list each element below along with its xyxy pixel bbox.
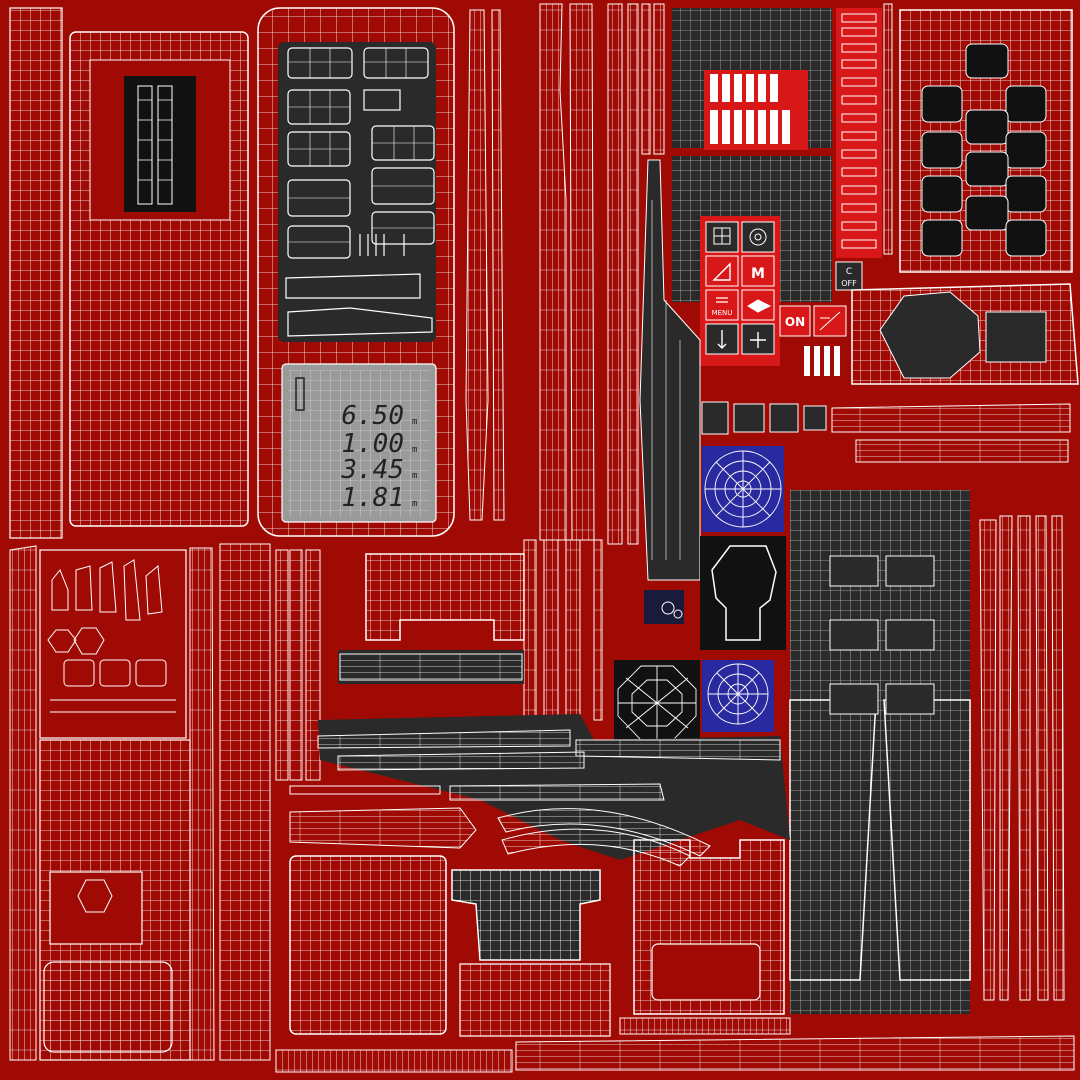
keyhole-piece [700,536,786,650]
on-label: ON [785,315,805,329]
bottom-strips [275,1017,1075,1073]
lcd-unit-1: m [412,417,417,427]
lcd-readout-3: 3.45 [340,455,404,485]
lcd-unit-3: m [412,471,417,481]
lcd-unit-4: m [412,499,417,509]
horizontal-strips [701,401,1071,463]
equals-icon [716,297,728,303]
bottom-panels [289,839,785,1037]
plus-icon [750,332,766,348]
layers-icon [747,299,772,313]
top-right-keypad [899,9,1073,273]
octagon-web-icon [614,660,700,744]
arrow-icon [717,330,727,349]
off-button [835,261,863,291]
off-label: OFF [841,279,857,288]
on-button [779,305,811,337]
spiderweb-icon-2 [702,660,774,732]
triangle-icon [712,262,731,281]
lcd-readout-1: 6.50 [341,401,404,431]
target-icon [749,228,767,246]
far-right-strips [979,515,1065,1001]
front-face: 6.50 1.00 3.45 1.81 m m m m [257,7,455,537]
back-panel [69,31,249,527]
clip-piece [338,553,525,684]
c-label: C [846,267,852,277]
spiderweb-icon [702,446,784,532]
cable-band [639,159,701,581]
grid-icon [713,227,731,245]
lcd-readouts: 6.50 1.00 3.45 1.81 [340,401,404,513]
lcd-readout-4: 1.81 [341,483,404,513]
lcd-unit-2: m [412,445,417,455]
icon-keypad: M MENU ON C OFF [700,216,863,376]
m-key-icon: M [751,266,765,282]
left-strip [9,7,63,539]
menu-key-label: MENU [712,309,733,317]
vertical-strips [465,3,665,741]
right-side-panel [789,490,971,1014]
side-key-column [836,3,893,258]
curved-bands [289,714,790,867]
mid-vertical-strips [219,543,321,1061]
small-parts [644,590,684,624]
lcd-readout-2: 1.00 [341,429,404,459]
cover-piece [851,283,1079,385]
battery-compartment [9,545,215,1061]
